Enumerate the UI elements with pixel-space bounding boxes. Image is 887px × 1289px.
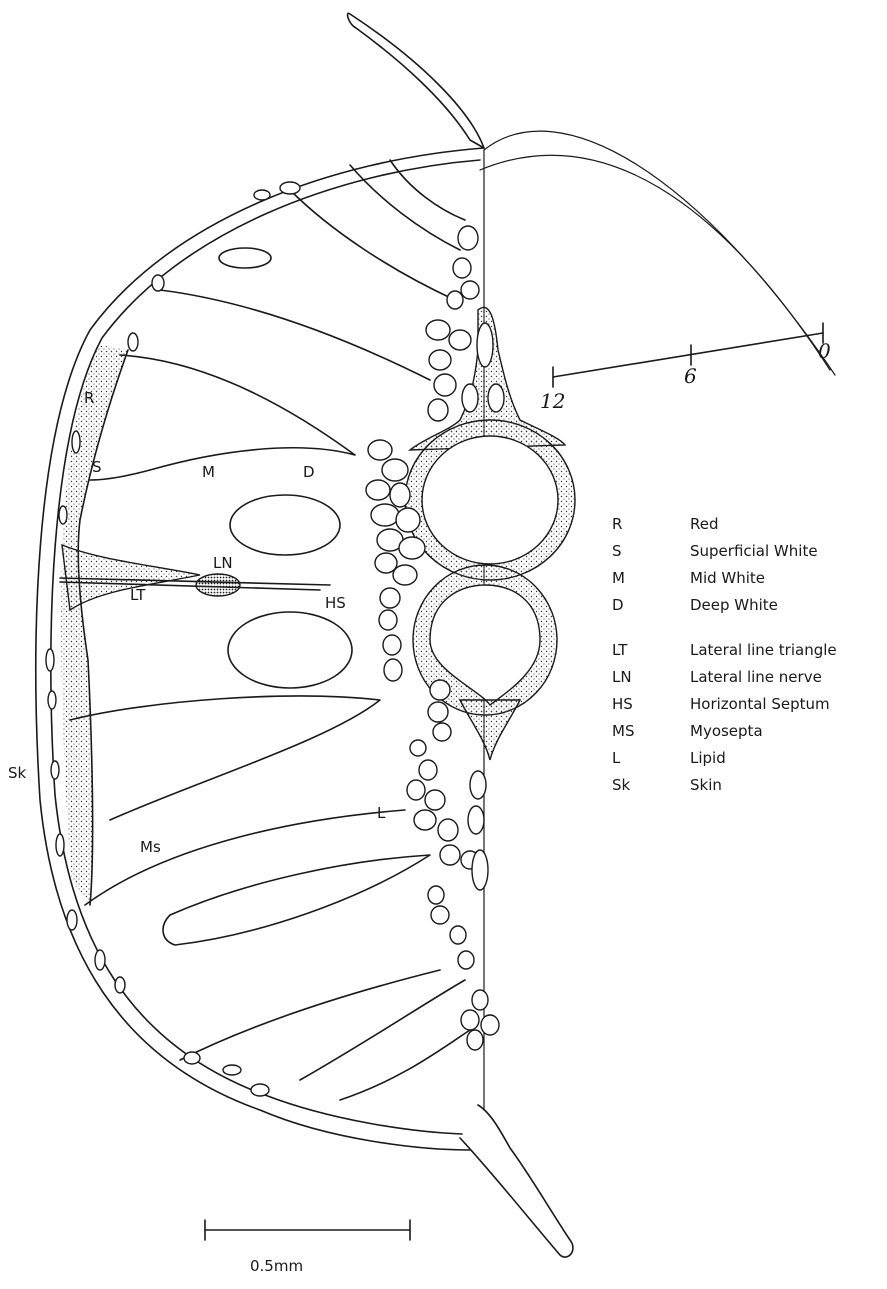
label-m: M [202, 463, 215, 481]
label-hs: HS [325, 594, 346, 612]
legend-desc: Horizontal Septum [690, 695, 887, 713]
legend-desc: Mid White [690, 569, 887, 587]
dorsal-fin [348, 13, 484, 148]
myoseptum-upper-4 [160, 290, 430, 380]
legend-item-lateral-line-triangle: LT Lateral line triangle [612, 636, 887, 663]
haemal-arch [460, 700, 520, 760]
lateral-line-nerve [196, 574, 240, 596]
legend-item-lateral-line-nerve: LN Lateral line nerve [612, 663, 887, 690]
legend-abbr: M [612, 569, 690, 587]
legend-abbr: L [612, 749, 690, 767]
myoseptum-upper-1 [290, 190, 455, 300]
neural-cell-3 [488, 384, 504, 412]
myoseptum-lower-4 [180, 970, 440, 1060]
myoseptum-lower-6 [340, 1030, 470, 1100]
right-body-outline [484, 131, 835, 375]
myoseptum-lower-2 [85, 810, 405, 905]
legend-abbr: HS [612, 695, 690, 713]
label-ms: Ms [140, 838, 161, 856]
label-lt: LT [130, 586, 146, 604]
myoseptum-upper-5 [90, 355, 355, 480]
legend-gap [612, 618, 887, 636]
label-sk: Sk [8, 764, 27, 782]
legend-desc: Lipid [690, 749, 887, 767]
legend-item-red: R Red [612, 510, 887, 537]
legend-item-horizontal-septum: HS Horizontal Septum [612, 690, 887, 717]
myoseptum-lower-5 [300, 980, 465, 1080]
muscle-block-upper [219, 248, 271, 268]
legend-item-deep-white: D Deep White [612, 591, 887, 618]
legend-item-lipid: L Lipid [612, 744, 887, 771]
myoseptum-lower-1 [70, 696, 380, 820]
legend-abbr: R [612, 515, 690, 533]
legend-desc: Deep White [690, 596, 887, 614]
label-l: L [377, 804, 386, 822]
legend-abbr: S [612, 542, 690, 560]
label-d: D [303, 463, 315, 481]
scale-bar [205, 1220, 410, 1240]
neural-cell-1 [477, 323, 493, 367]
ruler-tick-left-label: 12 [540, 389, 565, 413]
ruler-tick-right-label: 0 [818, 339, 831, 363]
label-s: S [92, 458, 102, 476]
legend-desc: Superficial White [690, 542, 887, 560]
scale-bar-label: 0.5mm [250, 1257, 303, 1275]
legend-abbr: Sk [612, 776, 690, 794]
legend: R Red S Superficial White M Mid White D … [612, 510, 887, 798]
legend-abbr: MS [612, 722, 690, 740]
myoseptum-lower-3 [163, 855, 430, 945]
legend-item-superficial-white: S Superficial White [612, 537, 887, 564]
legend-abbr: D [612, 596, 690, 614]
ventral-fin [460, 1105, 573, 1257]
legend-item-mid-white: M Mid White [612, 564, 887, 591]
legend-item-myosepta: MS Myosepta [612, 717, 887, 744]
legend-desc: Red [690, 515, 887, 533]
legend-abbr: LN [612, 668, 690, 686]
muscle-block-mid-upper [230, 495, 340, 555]
legend-desc: Skin [690, 776, 887, 794]
right-body-outline-inner [480, 155, 830, 370]
label-r: R [84, 389, 94, 407]
ruler-tick-mid-label: 6 [684, 364, 697, 388]
legend-desc: Lateral line nerve [690, 668, 887, 686]
label-ln: LN [213, 554, 233, 572]
muscle-block-mid-lower [228, 612, 352, 688]
legend-desc: Myosepta [690, 722, 887, 740]
legend-desc: Lateral line triangle [690, 641, 887, 659]
neural-cell-2 [462, 384, 478, 412]
myoseptum-upper-3 [390, 160, 465, 220]
legend-item-skin: Sk Skin [612, 771, 887, 798]
legend-abbr: LT [612, 641, 690, 659]
vertebra-upper-centrum [422, 436, 558, 564]
ruler: 12 6 0 [540, 323, 831, 413]
